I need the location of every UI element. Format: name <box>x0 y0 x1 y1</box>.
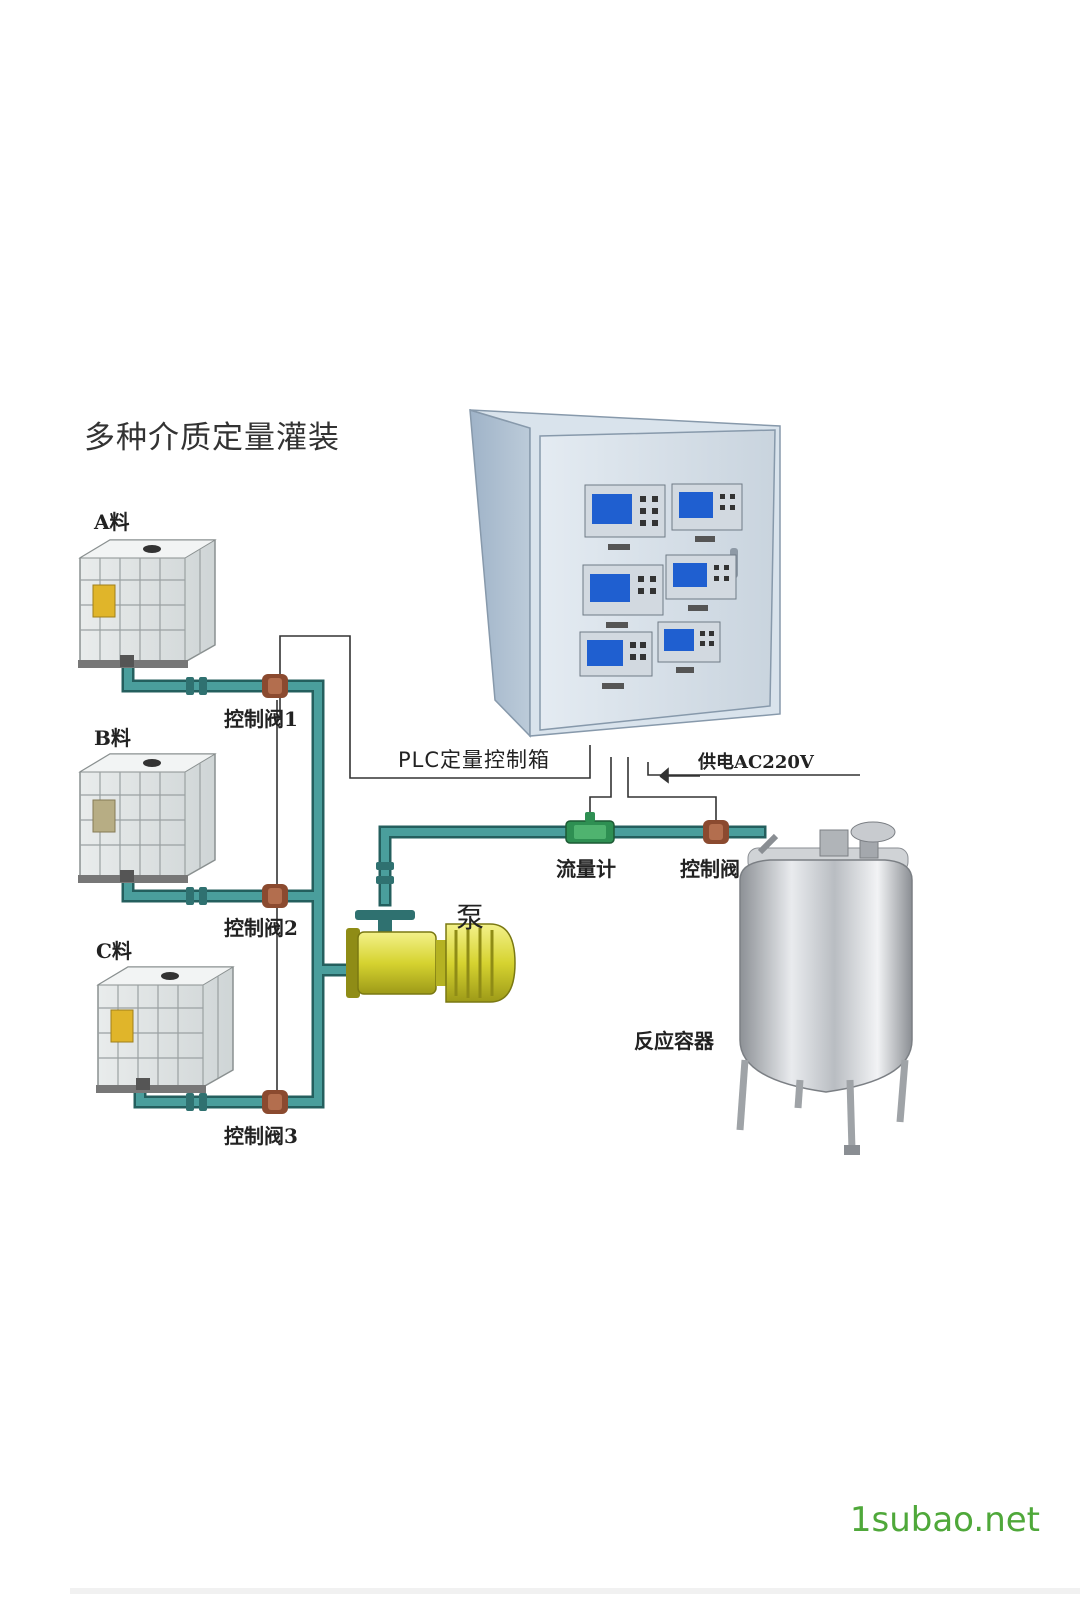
tank-a-icon <box>78 539 217 668</box>
valve-3-icon <box>262 1090 288 1114</box>
valve-1-label: 控制阀1 <box>224 707 298 731</box>
pipe-couplings <box>186 677 394 1111</box>
plc-box-label: PLC定量控制箱 <box>398 748 551 772</box>
tank-b-label: B料 <box>94 726 131 750</box>
controller-panels <box>579 483 743 689</box>
valve-2-icon <box>262 884 288 908</box>
tank-a-label: A料 <box>94 510 130 534</box>
outlet-valve-icon <box>703 820 729 844</box>
pump-icon <box>346 910 516 1003</box>
bottom-divider <box>70 1588 1080 1594</box>
tank-b-icon <box>78 753 217 883</box>
diagram-title: 多种介质定量灌装 <box>84 420 340 456</box>
tank-c-label: C料 <box>96 939 132 963</box>
signal-wires <box>276 635 860 1098</box>
watermark: 1subao.net <box>849 1500 1040 1540</box>
flowmeter-label: 流量计 <box>556 857 616 881</box>
valve-1-icon <box>262 674 288 698</box>
reactor-vessel-icon <box>736 821 913 1155</box>
plc-cabinet-icon <box>469 408 781 738</box>
valve-2-label: 控制阀2 <box>224 916 298 940</box>
flowmeter-icon <box>565 812 615 844</box>
pump-label: 泵 <box>456 901 486 934</box>
reactor-label: 反应容器 <box>634 1029 714 1053</box>
valve-3-label: 控制阀3 <box>224 1124 298 1148</box>
tank-c-icon <box>96 966 235 1093</box>
power-supply-label: 供电AC220V <box>698 752 814 773</box>
outlet-valve-label: 控制阀 <box>680 857 740 881</box>
